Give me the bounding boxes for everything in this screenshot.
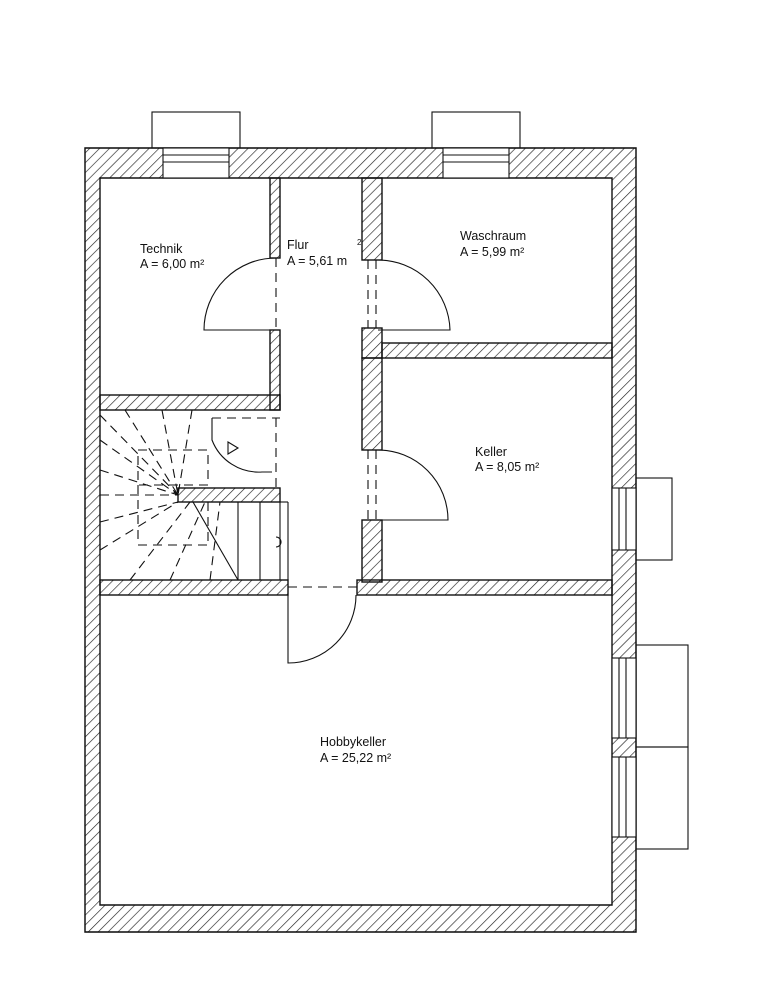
door-waschraum <box>367 259 451 331</box>
room-area-keller: A = 8,05 m² <box>475 460 539 474</box>
room-area-flur: A = 5,61 m <box>287 254 347 268</box>
window-hobbykeller-2 <box>611 746 689 850</box>
room-area-technik: A = 6,00 m² <box>140 257 204 271</box>
window-technik <box>151 111 241 179</box>
room-area-flur-superscript: 2 <box>357 238 362 247</box>
window-hobbykeller-1 <box>611 644 689 748</box>
door-technik <box>203 257 277 331</box>
interior-walls <box>99 177 613 596</box>
room-keller: Keller A = 8,05 m² <box>475 445 539 474</box>
room-name-hobbykeller: Hobbykeller <box>320 735 386 749</box>
room-area-hobbykeller: A = 25,22 m² <box>320 751 391 765</box>
room-waschraum: Waschraum A = 5,99 m² <box>460 229 526 259</box>
window-keller <box>611 477 673 561</box>
window-waschraum <box>431 111 521 179</box>
room-area-waschraum: A = 5,99 m² <box>460 245 524 259</box>
room-hobbykeller: Hobbykeller A = 25,22 m² <box>320 735 391 765</box>
door-hobbykeller <box>287 586 357 664</box>
room-name-keller: Keller <box>475 445 507 459</box>
door-keller <box>367 449 449 521</box>
room-technik: Technik A = 6,00 m² <box>140 242 204 271</box>
room-name-waschraum: Waschraum <box>460 229 526 243</box>
room-name-flur: Flur <box>287 238 309 252</box>
staircase <box>99 409 289 581</box>
room-flur: Flur A = 5,61 m 2 <box>287 238 362 268</box>
room-name-technik: Technik <box>140 242 183 256</box>
